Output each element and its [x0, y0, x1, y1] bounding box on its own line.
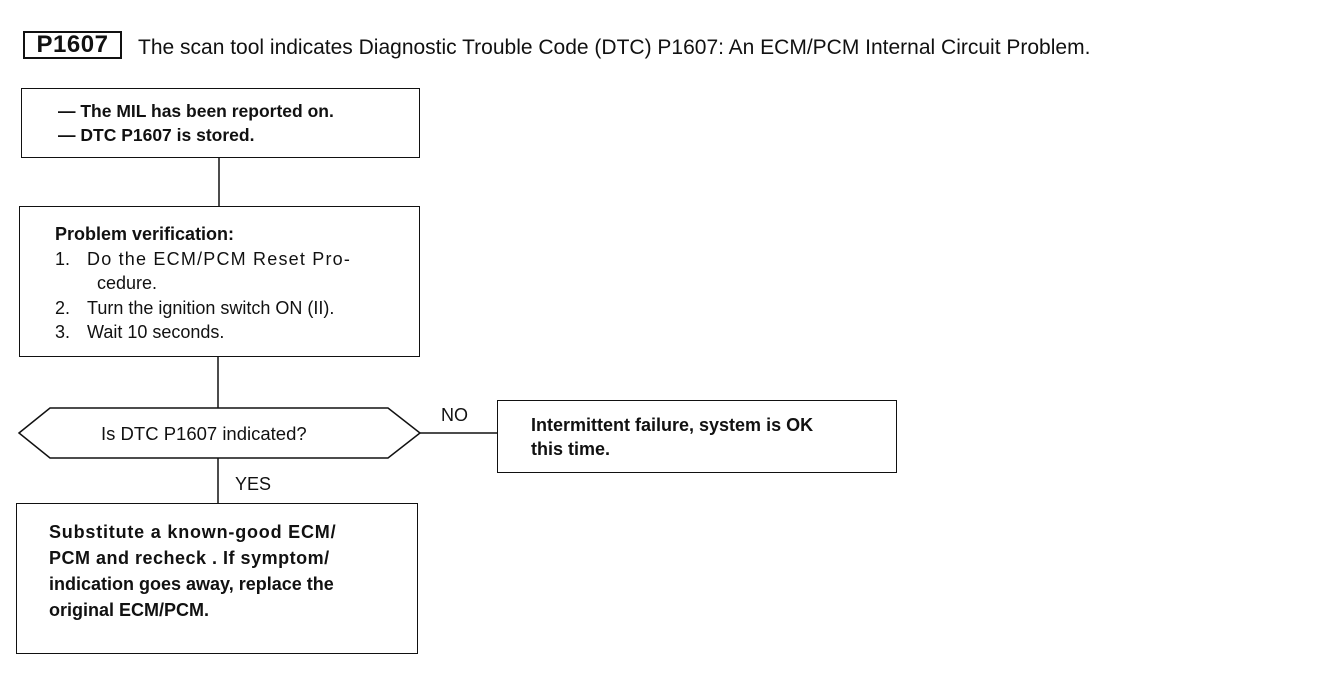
- no-outcome-box: [497, 400, 897, 473]
- yes-outcome-line: indication goes away, replace the: [49, 574, 334, 594]
- verification-box-text: Problem verification: 1. Do the ECM/PCM …: [55, 222, 351, 345]
- start-box: [21, 88, 420, 158]
- step-number: 2.: [55, 297, 71, 318]
- step-text: Wait 10 seconds.: [87, 322, 225, 342]
- step-text: Do the ECM/PCM Reset Pro-: [87, 248, 352, 269]
- dtc-code-badge: P1607: [23, 31, 122, 59]
- step-text: Turn the ignition switch ON (II).: [87, 297, 335, 318]
- yes-outcome-line: Substitute a known-good ECM/: [49, 522, 337, 542]
- step-text: cedure.: [97, 273, 158, 293]
- start-line: — The MIL has been reported on.: [58, 101, 334, 121]
- no-outcome-line: this time.: [531, 439, 611, 459]
- decision-question: Is DTC P1607 indicated?: [101, 423, 307, 444]
- no-outcome-text: Intermittent failure, system is OK this …: [531, 413, 813, 461]
- no-label: NO: [441, 405, 468, 425]
- step-number: 1.: [55, 248, 71, 269]
- verification-step: 1. Do the ECM/PCM Reset Pro- cedure.: [55, 247, 351, 296]
- yes-outcome-line: original ECM/PCM.: [49, 600, 210, 620]
- dtc-description: The scan tool indicates Diagnostic Troub…: [138, 36, 1091, 59]
- yes-outcome-box: [16, 503, 418, 654]
- verification-box: [19, 206, 420, 357]
- step-number: 3.: [55, 322, 71, 342]
- yes-label: YES: [235, 474, 272, 494]
- start-box-text: — The MIL has been reported on. — DTC P1…: [58, 99, 334, 147]
- yes-outcome-line: PCM and recheck . If symptom/: [49, 548, 330, 568]
- yes-outcome-text: Substitute a known-good ECM/ PCM and rec…: [49, 519, 336, 623]
- verification-title: Problem verification:: [55, 224, 235, 244]
- start-line: — DTC P1607 is stored.: [58, 125, 255, 145]
- verification-step: 3. Wait 10 seconds.: [55, 320, 351, 345]
- verification-step: 2. Turn the ignition switch ON (II).: [55, 296, 351, 321]
- no-outcome-line: Intermittent failure, system is OK: [531, 415, 814, 435]
